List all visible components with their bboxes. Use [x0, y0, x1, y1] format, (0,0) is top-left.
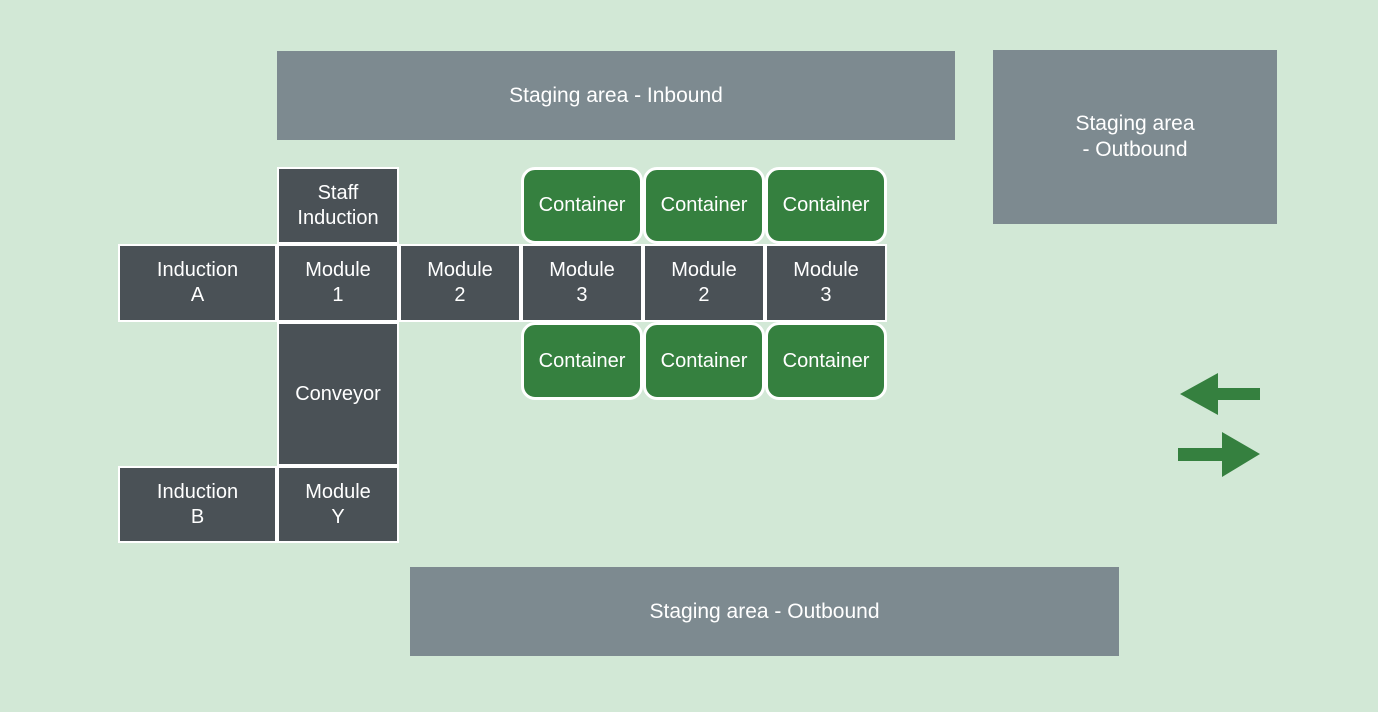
- staging-area-outbound-right: Staging area - Outbound: [993, 50, 1277, 224]
- conveyor-box: Conveyor: [277, 322, 399, 466]
- staff-induction-box: Staff Induction: [277, 167, 399, 244]
- module-1-box: Module 1: [277, 244, 399, 322]
- container-box: Container: [765, 167, 887, 244]
- container-box: Container: [643, 322, 765, 400]
- container-box: Container: [521, 322, 643, 400]
- module-2-box: Module 2: [399, 244, 521, 322]
- induction-a-box: Induction A: [118, 244, 277, 322]
- container-box: Container: [521, 167, 643, 244]
- container-box: Container: [643, 167, 765, 244]
- arrow-left-icon: [1180, 373, 1260, 415]
- staging-area-inbound: Staging area - Inbound: [277, 51, 955, 140]
- container-box: Container: [765, 322, 887, 400]
- module-3-right-box: Module 3: [765, 244, 887, 322]
- module-3-box: Module 3: [521, 244, 643, 322]
- staging-area-outbound-bottom: Staging area - Outbound: [410, 567, 1119, 656]
- induction-b-box: Induction B: [118, 466, 277, 543]
- arrow-right-icon: [1178, 432, 1260, 477]
- module-y-box: Module Y: [277, 466, 399, 543]
- module-2-right-box: Module 2: [643, 244, 765, 322]
